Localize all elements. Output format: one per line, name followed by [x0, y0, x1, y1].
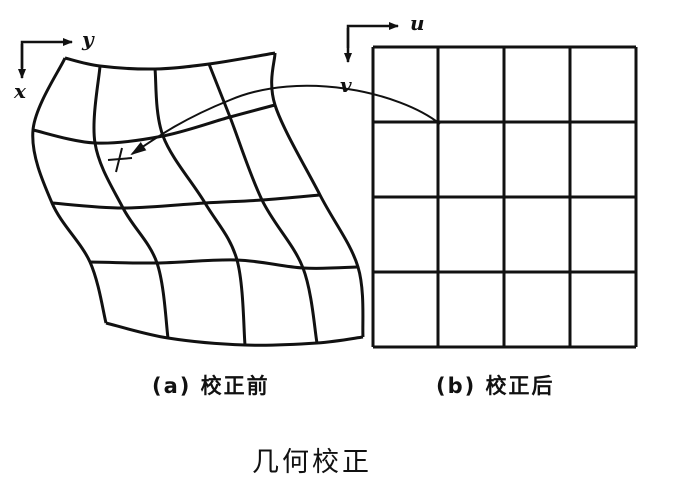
figure-title: 几何校正 — [252, 447, 372, 478]
y-axis-label: y — [81, 27, 95, 51]
mapped-point-marker — [107, 147, 133, 173]
distorted-grid — [31, 51, 365, 347]
u-axis-label: u — [410, 11, 425, 35]
distorted-grid-row-line — [105, 321, 364, 347]
x-axis-label: x — [13, 79, 27, 103]
axes-uv: u v — [340, 11, 425, 97]
distorted-grid-column-line — [207, 63, 319, 344]
distorted-grid-row-line — [51, 193, 321, 210]
axes-xy: y x — [13, 27, 95, 103]
distorted-grid-row-line — [64, 51, 276, 71]
distorted-grid-row-line — [32, 103, 276, 145]
distorted-grid-column-line — [31, 57, 108, 324]
caption-after-correction: (b) 校正后 — [436, 374, 555, 398]
y-axis-arrow — [20, 38, 73, 68]
distorted-grid-row-line — [89, 258, 359, 270]
caption-before-correction: (a) 校正前 — [152, 374, 270, 398]
v-axis-label: v — [340, 73, 352, 97]
corrected-grid — [371, 45, 638, 349]
mapping-arrow — [130, 84, 441, 156]
u-axis-arrow — [346, 22, 399, 48]
